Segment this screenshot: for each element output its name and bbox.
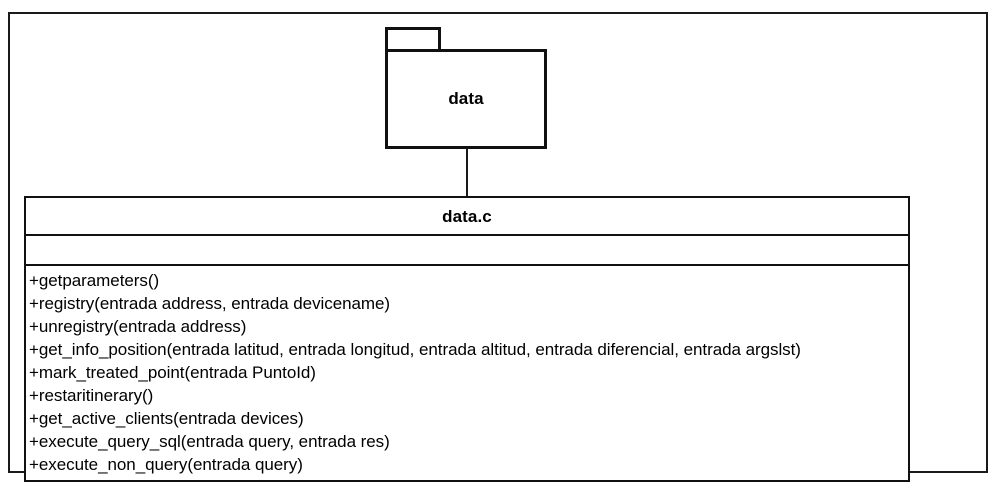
method-row: +execute_query_sql(entrada query, entrad… xyxy=(29,432,390,451)
class-methods-compartment: +getparameters() +registry(entrada addre… xyxy=(26,266,908,480)
method-row: +getparameters() xyxy=(29,271,160,290)
class-title-compartment: data.c xyxy=(26,198,908,236)
method-row: +unregistry(entrada address) xyxy=(29,317,247,336)
class-name-label: data.c xyxy=(442,206,492,226)
method-row: +get_active_clients(entrada devices) xyxy=(29,409,304,428)
diagram-frame: data data.c +getparameters() +registry(e… xyxy=(8,12,988,482)
package-tab xyxy=(385,27,441,50)
method-row: +execute_non_query(entrada query) xyxy=(29,455,303,474)
class-node-data-c[interactable]: data.c +getparameters() +registry(entrad… xyxy=(24,196,910,482)
package-body: data xyxy=(385,49,547,149)
method-row: +registry(entrada address, entrada devic… xyxy=(29,294,391,313)
method-row: +get_info_position(entrada latitud, entr… xyxy=(29,340,801,359)
method-row: +restaritinerary() xyxy=(29,386,154,405)
package-class-connector xyxy=(466,148,468,196)
method-row: +mark_treated_point(entrada PuntoId) xyxy=(29,363,316,382)
package-node-data[interactable]: data xyxy=(385,27,547,149)
class-attributes-compartment xyxy=(26,236,908,266)
package-label: data xyxy=(448,88,484,108)
